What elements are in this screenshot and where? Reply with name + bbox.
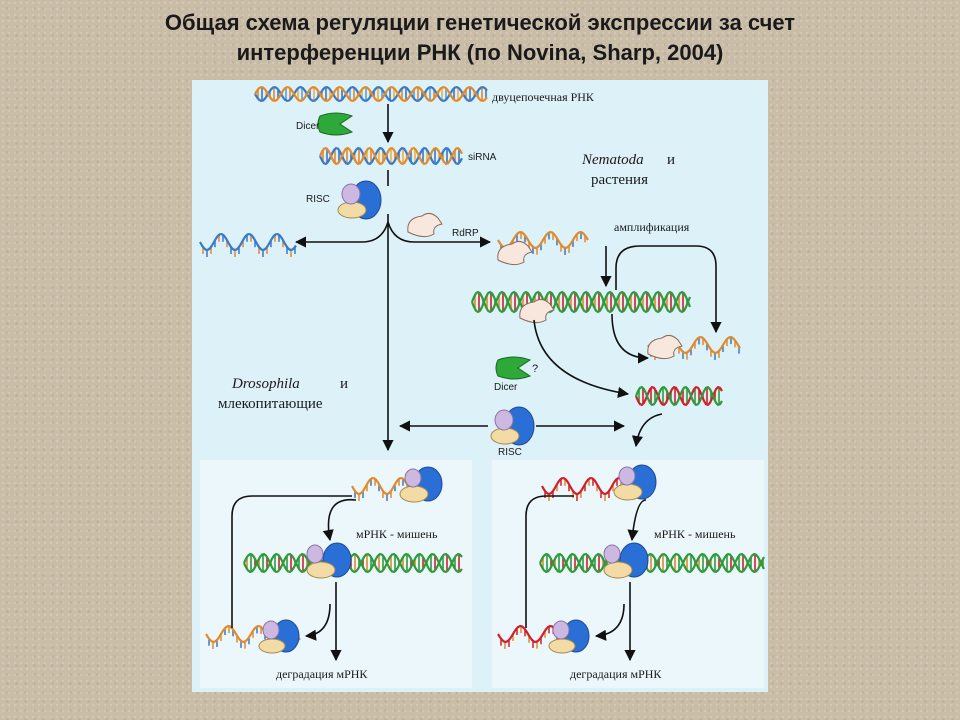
arrow-to-guide xyxy=(294,221,389,248)
label-mammals: млекопитающие xyxy=(218,396,323,412)
arrow-to-rdrp-right xyxy=(611,313,650,364)
risc-complex-icon xyxy=(490,406,535,446)
arrow-left-risc-to-target xyxy=(322,498,357,542)
arrow-amplification-loop xyxy=(615,245,722,334)
label-target-right: мРНК - мишень xyxy=(654,527,736,541)
label-target-left: мРНК - мишень xyxy=(356,527,438,541)
arrow-right-recycle xyxy=(525,495,574,628)
label-sirna: siRNA xyxy=(468,152,497,163)
label-nematoda: Nematoda xyxy=(581,152,644,168)
strand-guide-left xyxy=(199,233,297,257)
rdrp-enzyme-icon xyxy=(407,212,443,238)
risc-complex-icon xyxy=(399,466,443,503)
arrow-to-new-dsrna xyxy=(533,319,630,398)
risc-complex-icon xyxy=(337,180,382,220)
label-degradation-left: деградация мРНК xyxy=(276,667,368,681)
label-dicer-mid: Dicer xyxy=(494,382,518,393)
title-line-2: интерференции РНК (по Novina, Sharp, 200… xyxy=(236,40,724,65)
label-risc-top: RISC xyxy=(306,194,330,205)
risc-complex-icon xyxy=(603,542,649,579)
helix-dsrna xyxy=(254,85,488,103)
slide-title: Общая схема регуляции генетической экспр… xyxy=(0,8,960,68)
label-drosophila: Drosophila xyxy=(231,376,300,392)
dicer-icon xyxy=(495,356,532,380)
arrow-right-degraded-to-risc xyxy=(594,603,625,641)
arrow-left-degraded-to-risc xyxy=(304,603,331,641)
arrow-right-risc-to-target xyxy=(627,499,647,542)
title-line-1: Общая схема регуляции генетической экспр… xyxy=(164,10,796,35)
rdrp-enzyme-icon xyxy=(647,334,683,360)
risc-complex-icon xyxy=(306,542,352,579)
label-degradation-right: деградация мРНК xyxy=(570,667,662,681)
label-dsrna: двуцепочечная РНК xyxy=(492,90,595,104)
label-amplification: амплификация xyxy=(614,220,690,234)
strand-rdrp-template xyxy=(497,230,589,255)
risc-complex-icon xyxy=(613,464,657,501)
dicer-icon xyxy=(317,112,354,136)
helix-sirna xyxy=(319,146,463,166)
arrow-to-rdrp xyxy=(387,221,492,248)
label-dicer-top: Dicer xyxy=(296,121,320,132)
label-risc-mid: RISC xyxy=(498,447,522,458)
label-drosophila-tail: и xyxy=(340,376,348,392)
arrow-left-recycle xyxy=(231,495,352,628)
label-question: ? xyxy=(532,363,538,375)
risc-complex-icon xyxy=(548,619,590,654)
label-rdrp: RdRP xyxy=(452,228,479,239)
risc-complex-icon xyxy=(258,619,300,654)
rdrp-enzyme-icon xyxy=(497,240,533,266)
arrow-to-risc-right xyxy=(631,413,663,448)
helix-new-dsrna xyxy=(634,385,723,407)
rdrp-enzyme-icon xyxy=(519,298,555,324)
label-plants: растения xyxy=(591,172,648,188)
label-nematoda-tail: и xyxy=(667,152,675,168)
